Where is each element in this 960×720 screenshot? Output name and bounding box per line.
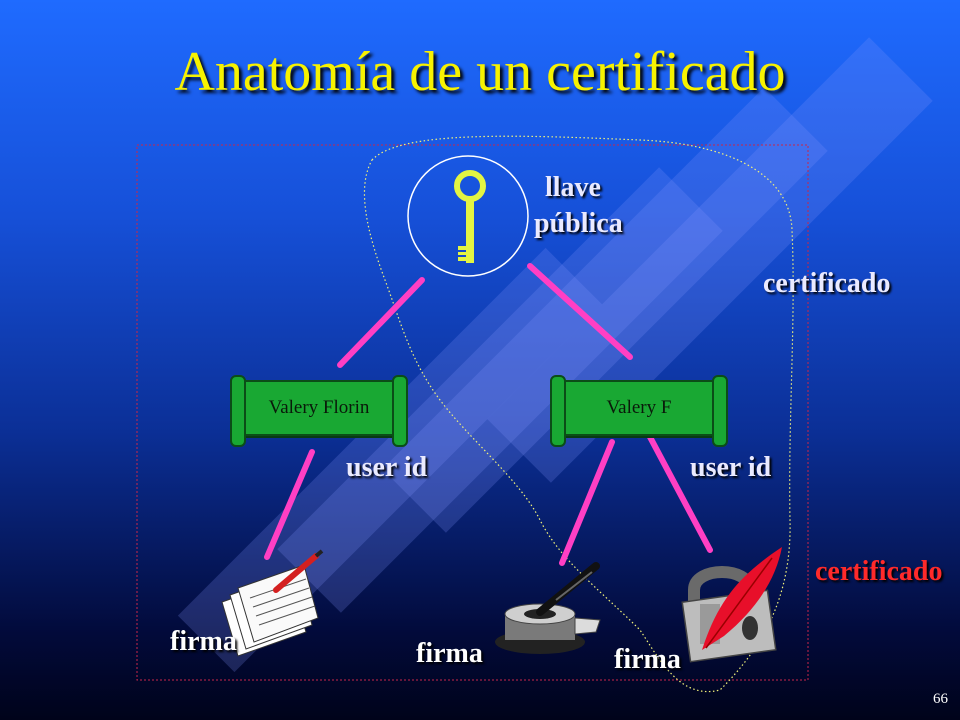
user-id-scroll-right: Valery F [550, 375, 728, 447]
user-id-scroll-left-text: Valery Florin [268, 397, 370, 418]
public-key-label-line1: llave [545, 172, 601, 203]
document-pen-icon [221, 549, 324, 657]
key-circle [407, 155, 529, 277]
public-key-label-line2: pública [534, 208, 623, 239]
inkwell-quill-icon [495, 562, 601, 654]
connector-left-sig [264, 449, 315, 560]
page-number: 66 [933, 691, 948, 707]
signature-label-right: firma [614, 644, 681, 675]
certificate-frame [136, 144, 809, 681]
certificate-label-outer: certificado [815, 556, 943, 587]
slide-title: Anatomía de un certificado [174, 41, 786, 103]
connector-key-right [527, 263, 633, 360]
connectors [264, 263, 713, 566]
user-id-scroll-left: Valery Florin [230, 375, 408, 447]
connector-right-sig-right [647, 434, 713, 553]
key-icon [454, 170, 486, 263]
connector-right-sig-mid [559, 439, 615, 566]
user-id-label-right: user id [690, 452, 772, 483]
user-id-scroll-right-text: Valery F [606, 397, 672, 418]
signature-label-left: firma [170, 626, 237, 657]
certificate-label-inner: certificado [763, 268, 891, 299]
connector-key-left [337, 277, 425, 368]
user-id-label-left: user id [346, 452, 428, 483]
padlock-quill-icon [681, 547, 782, 663]
signature-label-middle: firma [416, 638, 483, 669]
